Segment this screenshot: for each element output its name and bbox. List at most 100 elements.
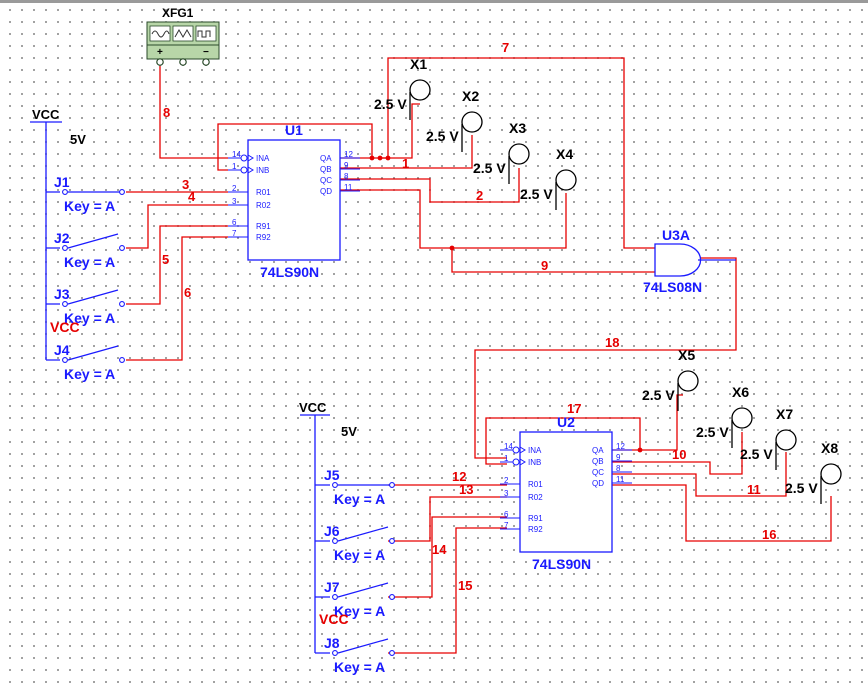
- generator-ref-label: XFG1: [162, 6, 194, 20]
- pin-name: R01: [528, 480, 543, 489]
- net-label-2: 2: [476, 188, 483, 203]
- switch-key-label: Key = A: [64, 366, 115, 382]
- clock-input-icon: [247, 166, 254, 174]
- probe-lamp-icon: [731, 407, 753, 429]
- switch-ref-label: J8: [324, 635, 340, 651]
- pin-number: 12: [616, 442, 625, 451]
- switch-ref-label: J3: [54, 286, 70, 302]
- wire-net-11: [600, 452, 787, 497]
- switch-key-label: Key = A: [334, 659, 385, 675]
- vcc-value-1: 5V: [70, 132, 86, 147]
- window-top-border: [0, 0, 868, 3]
- counter-ref-label: U2: [557, 414, 575, 430]
- pin-number: 8: [616, 464, 621, 473]
- net-label-5: 5: [162, 252, 169, 267]
- probe-ref-label: X4: [556, 146, 573, 162]
- pin-name: R01: [256, 188, 271, 197]
- net-label-6: 6: [184, 285, 191, 300]
- pin-name: R91: [528, 514, 543, 523]
- pin-number: 7: [232, 229, 237, 238]
- generator-minus-terminal: −: [203, 47, 209, 58]
- probe-ref-label: X6: [732, 384, 749, 400]
- probe-ref-label: X3: [509, 120, 526, 136]
- probe-x4[interactable]: X4 2.5 V: [520, 146, 577, 210]
- wire-net-4: [126, 204, 228, 249]
- probe-x5[interactable]: X52.5 V: [642, 347, 699, 411]
- triangle-wave-icon: [172, 25, 194, 42]
- probe-x2[interactable]: X22.5 V: [426, 88, 483, 152]
- probe-lamp-icon: [775, 429, 797, 451]
- and-gate-ref-label: U3A: [662, 227, 690, 243]
- vcc-label-1: VCC: [32, 107, 60, 122]
- net-label-16: 16: [762, 527, 776, 542]
- function-generator[interactable]: + − XFG1: [146, 6, 220, 66]
- pin-name: R92: [528, 525, 543, 534]
- probe-x8[interactable]: X82.5 V: [785, 440, 842, 504]
- wire-net-7: [340, 57, 655, 249]
- wire-net-2: [340, 168, 520, 203]
- wire-junctions: [369, 155, 643, 453]
- switch-key-label: Key = A: [64, 254, 115, 270]
- probe-x6[interactable]: X6 2.5 V: [696, 384, 753, 448]
- clock-input-icon: [519, 458, 526, 466]
- wire-net-1: [380, 103, 420, 159]
- probe-voltage-label: 2.5 V: [520, 186, 553, 202]
- probe-x3[interactable]: X32.5 V: [473, 120, 530, 184]
- pin-name: INA: [528, 446, 542, 455]
- pin-name: INB: [528, 458, 541, 467]
- switch-ref-label: J7: [324, 579, 340, 595]
- pin-name: R92: [256, 233, 271, 242]
- probe-x1[interactable]: X12.5 V: [374, 56, 431, 120]
- pin-number: 12: [344, 150, 353, 159]
- pin-name: QD: [592, 479, 604, 488]
- probe-x7[interactable]: X72.5 V: [740, 406, 797, 470]
- wire-net-5: [126, 225, 228, 305]
- pin-name: INA: [256, 154, 270, 163]
- net-label-12: 12: [452, 469, 466, 484]
- pin-name: QC: [592, 468, 604, 477]
- and-gate-u3a[interactable]: U3A 74LS08N: [643, 227, 736, 295]
- wire-u1-feedback: [217, 123, 373, 171]
- vcc-overlap-label-2: VCC: [319, 611, 349, 627]
- and-gate-part-label: 74LS08N: [643, 279, 702, 295]
- net-label-1: 1: [402, 156, 409, 171]
- pin-name: R02: [256, 201, 271, 210]
- generator-plus-terminal: +: [157, 47, 163, 58]
- pin-number: 7: [504, 521, 509, 530]
- probe-voltage-label: 2.5 V: [642, 387, 675, 403]
- net-label-8: 8: [163, 105, 170, 120]
- sine-wave-icon: [149, 25, 171, 42]
- net-label-11: 11: [747, 482, 761, 497]
- pin-number: 11: [344, 183, 353, 192]
- switch-ref-label: J6: [324, 523, 340, 539]
- net-label-17: 17: [567, 401, 581, 416]
- pin-name: QA: [320, 154, 332, 163]
- clock-input-icon: [519, 446, 526, 454]
- wire-u1-qd-x4: [340, 189, 567, 249]
- wires: [126, 57, 832, 654]
- pin-name: INB: [256, 166, 269, 175]
- probe-voltage-label: 2.5 V: [696, 424, 729, 440]
- probe-ref-label: X1: [410, 56, 427, 72]
- vcc-label-2: VCC: [299, 400, 327, 415]
- wire-u2-qb-x6: [600, 432, 743, 475]
- switch-key-label: Key = A: [334, 491, 385, 507]
- wire-u1-qb-x2: [340, 135, 473, 169]
- switch-ref-label: J2: [54, 230, 70, 246]
- net-label-15: 15: [458, 578, 472, 593]
- net-label-9: 9: [541, 258, 548, 273]
